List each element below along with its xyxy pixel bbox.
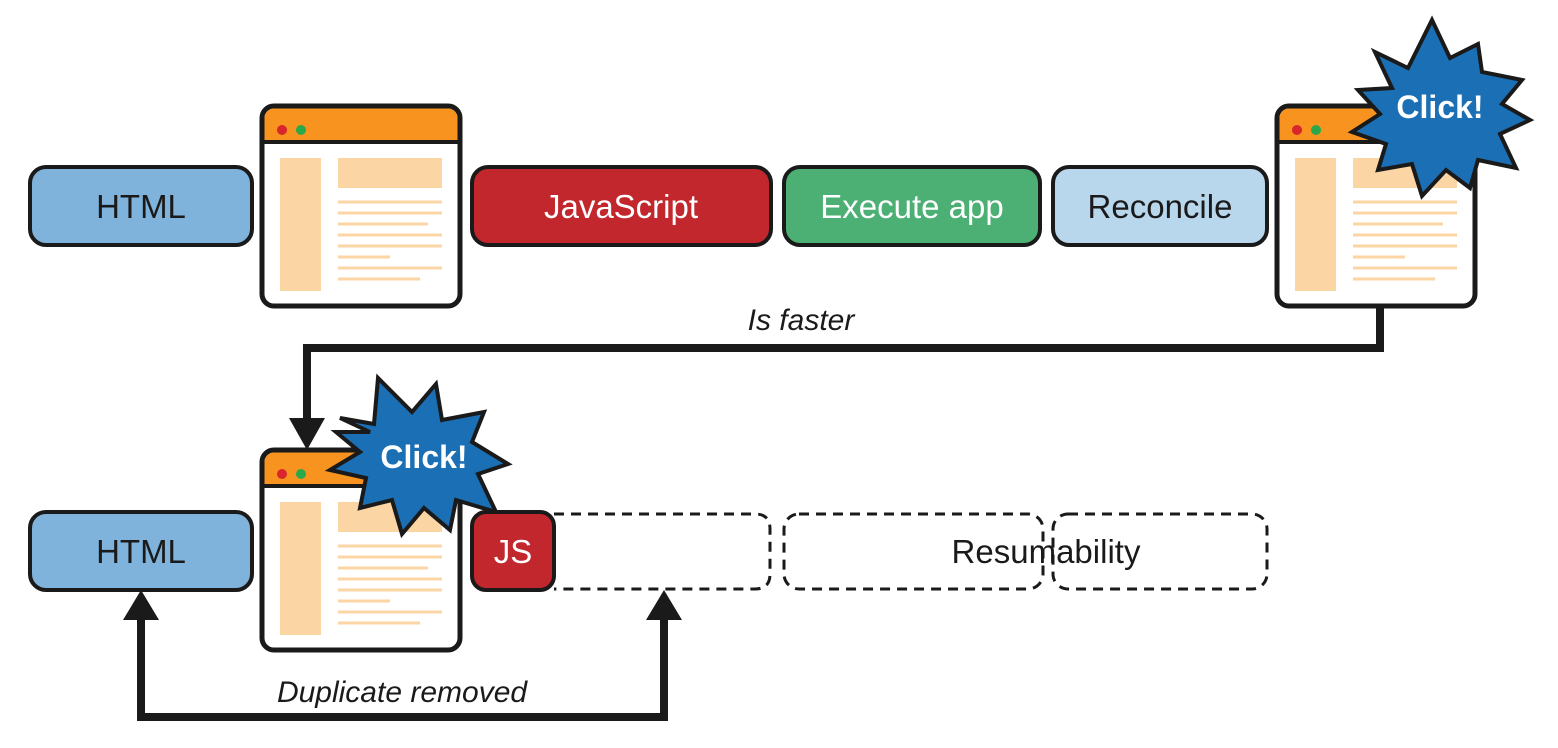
removed-steps-placeholder <box>554 512 1269 591</box>
resumability-label: Resumability <box>952 533 1141 570</box>
duplicate-removed-connector <box>123 590 682 721</box>
execute-app-box: Execute app <box>782 165 1042 247</box>
arrow-up-icon <box>646 590 682 620</box>
javascript-box: JavaScript <box>470 165 773 247</box>
arrow-down-icon <box>289 418 325 450</box>
removed-reconcile-outline <box>1051 512 1269 591</box>
removed-javascript-outline <box>554 512 772 591</box>
removed-execute-outline <box>782 512 1045 591</box>
is-faster-connector <box>289 305 1384 450</box>
click-burst-icon <box>1347 15 1535 200</box>
reconcile-box: Reconcile <box>1051 165 1269 247</box>
duplicate-removed-line <box>137 620 668 721</box>
arrow-up-icon <box>123 590 159 620</box>
javascript-label: JavaScript <box>544 188 698 225</box>
reconcile-label: Reconcile <box>1088 188 1233 225</box>
top-html-label: HTML <box>96 188 186 225</box>
click-burst-icon <box>324 373 513 539</box>
top-click-label: Click! <box>1396 89 1483 125</box>
js-box: JS <box>470 510 556 592</box>
js-label: JS <box>494 533 533 570</box>
bottom-html-box: HTML <box>28 510 254 592</box>
top-html-box: HTML <box>28 165 254 247</box>
browser-window-icon <box>259 103 463 309</box>
is-faster-connector-line <box>303 305 1384 418</box>
bottom-click-label: Click! <box>380 439 467 475</box>
bottom-html-label: HTML <box>96 533 186 570</box>
duplicate-removed-note: Duplicate removed <box>277 676 528 709</box>
is-faster-note: Is faster <box>748 304 856 337</box>
execute-app-label: Execute app <box>820 188 1003 225</box>
